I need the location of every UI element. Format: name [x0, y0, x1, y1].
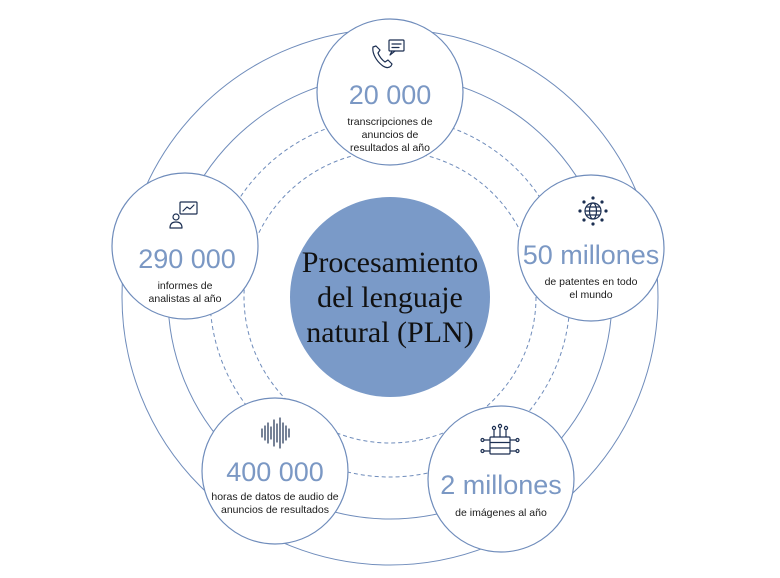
node-circle: [427, 405, 575, 553]
node-number: 290 000: [138, 244, 236, 274]
globe-network-icon: [578, 196, 608, 226]
node-desc-line-2: anuncios de resultados: [221, 504, 329, 516]
node-circle: [316, 18, 464, 166]
server-network-icon: [480, 423, 520, 455]
node-images: 2 millones de imágenes al año: [427, 405, 575, 553]
node-desc-line-3: resultados al año: [350, 142, 430, 154]
node-desc-line-1: horas de datos de audio de: [211, 491, 338, 503]
node-number: 50 millones: [523, 240, 660, 270]
node-desc-line-2: analistas al año: [149, 293, 222, 305]
center-line-1: Procesamiento: [302, 246, 479, 279]
node-transcriptions: 20 000 transcripciones de anuncios de re…: [316, 18, 464, 166]
phone-chat-icon: [372, 39, 405, 69]
node-circle: [517, 174, 665, 322]
node-number: 400 000: [226, 457, 324, 487]
node-circle: [111, 172, 259, 320]
node-number: 20 000: [349, 80, 432, 110]
audio-waveform-icon: [261, 417, 290, 449]
node-reports: 290 000 informes de analistas al año: [111, 172, 259, 320]
center-circle: [290, 197, 490, 397]
node-patents: 50 millones de patentes en todo el mundo: [517, 174, 665, 322]
node-audio: 400 000 horas de datos de audio de anunc…: [201, 397, 349, 545]
analyst-chart-icon: [169, 201, 198, 229]
center-hub: Procesamiento del lenguaje natural (PLN): [290, 197, 490, 397]
node-desc-line-1: de patentes en todo: [545, 276, 638, 288]
node-desc-line-2: anuncios de: [362, 129, 419, 141]
center-line-2: del lenguaje: [317, 281, 463, 314]
node-desc-line-2: el mundo: [569, 289, 612, 301]
node-number: 2 millones: [440, 470, 562, 500]
center-line-3: natural (PLN): [306, 316, 473, 349]
node-circle: [201, 397, 349, 545]
node-desc-line-1: de imágenes al año: [455, 507, 547, 519]
node-desc-line-1: informes de: [158, 280, 213, 292]
node-desc-line-1: transcripciones de: [347, 116, 432, 128]
